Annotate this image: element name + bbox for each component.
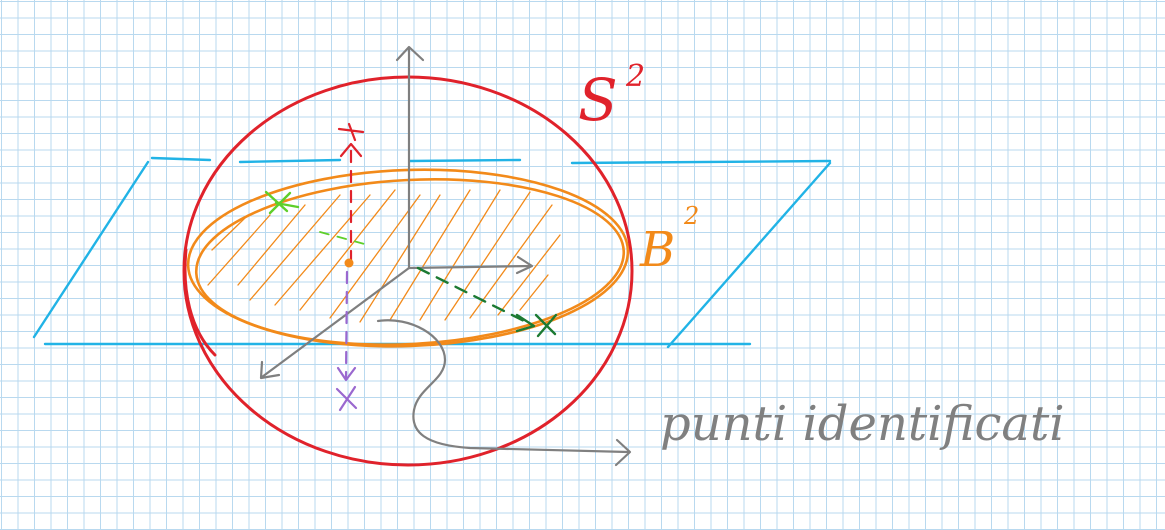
south-point-cross — [335, 385, 358, 412]
plane-edge-top-mid1 — [238, 158, 342, 164]
plane-edge-top-right — [570, 159, 832, 165]
sphere-overlap-stroke — [183, 248, 217, 357]
caption-pointer-arrowhead — [614, 438, 632, 467]
ball-label: B — [639, 222, 675, 278]
plane-edge-right — [666, 161, 832, 349]
sphere-label: S — [578, 66, 618, 134]
boundary-point-left-cross — [264, 190, 300, 215]
x-axis-arrowhead — [259, 360, 281, 380]
ball-label-exponent: 2 — [683, 202, 699, 230]
plane-edge-left — [32, 160, 150, 339]
left-point-dashed-segment — [319, 231, 373, 247]
identification-dashed-line — [416, 266, 534, 327]
disk-hatching — [207, 189, 561, 323]
north-point-arrowhead — [339, 142, 363, 158]
disk-b2 — [186, 168, 630, 348]
y-axis-arrowhead — [515, 255, 534, 275]
disk-center-dot — [344, 258, 354, 268]
disk-outline-inner — [194, 178, 626, 346]
caption-pointer-arrow — [376, 319, 632, 467]
boundary-point-right-cross — [534, 313, 558, 338]
sphere-label-exponent: 2 — [625, 59, 645, 94]
z-axis-arrowhead — [395, 45, 425, 62]
disk-outline-outer — [186, 168, 630, 348]
x-axis — [260, 266, 411, 379]
y-axis — [407, 264, 533, 270]
plane-edge-top-left — [150, 156, 212, 162]
caption-pointer-curve — [376, 319, 630, 454]
south-point — [335, 270, 358, 412]
coordinate-axes — [259, 45, 534, 380]
north-point — [337, 122, 365, 264]
plane-edge-top-mid2 — [408, 158, 522, 163]
boundary-point-right — [416, 266, 558, 338]
south-point-dashed-line — [344, 270, 349, 380]
identified-points-caption: punti identificati — [660, 396, 1065, 452]
identification-arrowhead — [515, 313, 536, 333]
south-point-arrowhead — [336, 366, 357, 382]
north-point-cross — [337, 122, 365, 142]
boundary-point-left — [264, 190, 300, 215]
